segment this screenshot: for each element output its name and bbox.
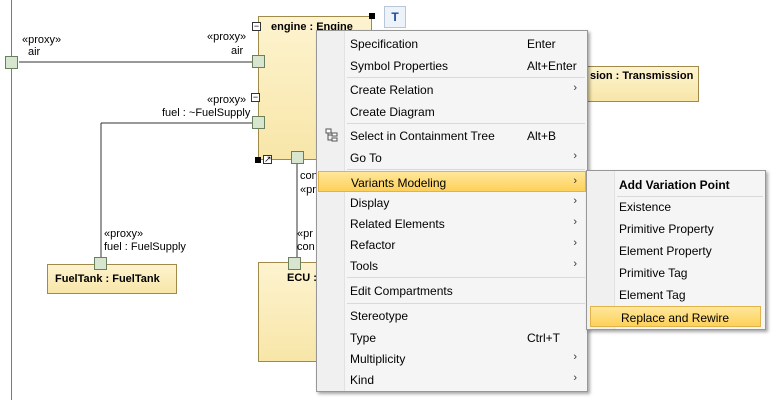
submenu-arrow-icon: › bbox=[573, 82, 577, 94]
collapse-box-top[interactable]: − bbox=[252, 21, 261, 31]
engine-air-port[interactable] bbox=[252, 55, 265, 68]
submenu-item-existence[interactable]: Existence bbox=[619, 200, 672, 214]
fueltank-port-stereotype: «proxy» bbox=[104, 228, 144, 240]
engine-bottom-label-1: con bbox=[300, 170, 318, 182]
frame-border bbox=[11, 0, 12, 400]
menu-item-related-elements[interactable]: Related Elements › bbox=[350, 216, 577, 231]
selection-handle-tr[interactable] bbox=[369, 13, 375, 19]
transmission-title: sion : Transmission bbox=[590, 70, 694, 82]
submenu-arrow-icon: › bbox=[573, 258, 577, 270]
engine-fuel-stereotype: «proxy» bbox=[207, 94, 247, 106]
left-port-stereotype: «proxy» bbox=[22, 34, 62, 46]
menu-separator bbox=[347, 77, 585, 78]
ecu-port[interactable] bbox=[288, 257, 301, 270]
engine-bottom-port[interactable] bbox=[291, 151, 304, 164]
submenu-icon-gutter bbox=[587, 171, 615, 329]
menu-item-variants-modeling[interactable]: Variants Modeling › bbox=[318, 171, 586, 192]
menu-item-display[interactable]: Display › bbox=[350, 195, 577, 210]
submenu-header-add-variation-point[interactable]: Add Variation Point bbox=[619, 178, 730, 192]
menu-item-specification[interactable]: Specification Enter bbox=[350, 37, 556, 51]
menu-separator bbox=[617, 196, 763, 197]
submenu-item-primitive-property[interactable]: Primitive Property bbox=[619, 222, 714, 236]
menu-separator bbox=[347, 169, 585, 170]
menu-separator bbox=[347, 303, 585, 304]
fueltank-port-name: fuel : FuelSupply bbox=[104, 241, 186, 253]
engine-bottom-label-2: «pr bbox=[300, 184, 316, 196]
fueltank-port[interactable] bbox=[94, 257, 107, 270]
ecu-title: ECU : bbox=[287, 272, 317, 284]
menu-separator bbox=[347, 277, 585, 278]
ecu-port-label-2: con bbox=[297, 241, 315, 253]
submenu-arrow-icon: › bbox=[573, 351, 577, 363]
submenu-arrow-icon: › bbox=[573, 150, 577, 162]
menu-item-multiplicity[interactable]: Multiplicity › bbox=[350, 351, 577, 366]
engine-fuel-name: fuel : ~FuelSupply bbox=[162, 107, 251, 119]
menu-item-refactor[interactable]: Refactor › bbox=[350, 237, 577, 252]
menu-item-type[interactable]: Type Ctrl+T bbox=[350, 331, 560, 345]
menu-item-stereotype[interactable]: Stereotype bbox=[350, 309, 409, 323]
context-menu: Specification Enter Symbol Properties Al… bbox=[316, 30, 588, 392]
engine-fuel-port[interactable] bbox=[252, 116, 265, 129]
left-port-name: air bbox=[28, 46, 41, 58]
menu-item-edit-compartments[interactable]: Edit Compartments bbox=[350, 284, 453, 298]
transmission-part[interactable] bbox=[575, 66, 699, 102]
menu-item-kind[interactable]: Kind › bbox=[350, 372, 577, 387]
menu-icon-gutter bbox=[317, 31, 345, 391]
menu-item-tools[interactable]: Tools › bbox=[350, 258, 577, 273]
left-air-port[interactable] bbox=[5, 56, 18, 69]
submenu-arrow-icon: › bbox=[573, 216, 577, 228]
menu-item-symbol-properties[interactable]: Symbol Properties Alt+Enter bbox=[350, 59, 577, 73]
menu-separator bbox=[347, 123, 585, 124]
submenu-item-replace-and-rewire[interactable]: Replace and Rewire bbox=[590, 306, 761, 327]
engine-air-stereotype: «proxy» bbox=[207, 31, 247, 43]
ecu-port-label-1: «pr bbox=[297, 228, 313, 240]
menu-item-go-to[interactable]: Go To › bbox=[350, 150, 577, 165]
text-format-icon[interactable]: T bbox=[384, 6, 406, 28]
menu-item-select-in-containment-tree[interactable]: Select in Containment Tree Alt+B bbox=[319, 125, 585, 146]
fueltank-title: FuelTank : FuelTank bbox=[55, 273, 160, 285]
menu-item-create-diagram[interactable]: Create Diagram bbox=[350, 105, 435, 119]
submenu-item-element-property[interactable]: Element Property bbox=[619, 244, 712, 258]
containment-tree-icon bbox=[325, 128, 339, 142]
submenu-arrow-icon: › bbox=[573, 175, 577, 187]
submenu-arrow-icon: › bbox=[573, 237, 577, 249]
submenu-item-element-tag[interactable]: Element Tag bbox=[619, 288, 686, 302]
submenu-arrow-icon: › bbox=[573, 195, 577, 207]
submenu-item-primitive-tag[interactable]: Primitive Tag bbox=[619, 266, 688, 280]
submenu-arrow-icon: › bbox=[573, 372, 577, 384]
engine-air-name: air bbox=[231, 45, 244, 57]
resize-box-bottom[interactable]: ↗ bbox=[263, 154, 272, 164]
selection-handle-bl[interactable] bbox=[255, 157, 261, 163]
collapse-box-fuel[interactable]: − bbox=[251, 92, 260, 102]
variants-submenu: Add Variation Point Existence Primitive … bbox=[586, 170, 766, 330]
fueltank-part[interactable] bbox=[47, 264, 177, 294]
menu-item-create-relation[interactable]: Create Relation › bbox=[350, 82, 577, 97]
